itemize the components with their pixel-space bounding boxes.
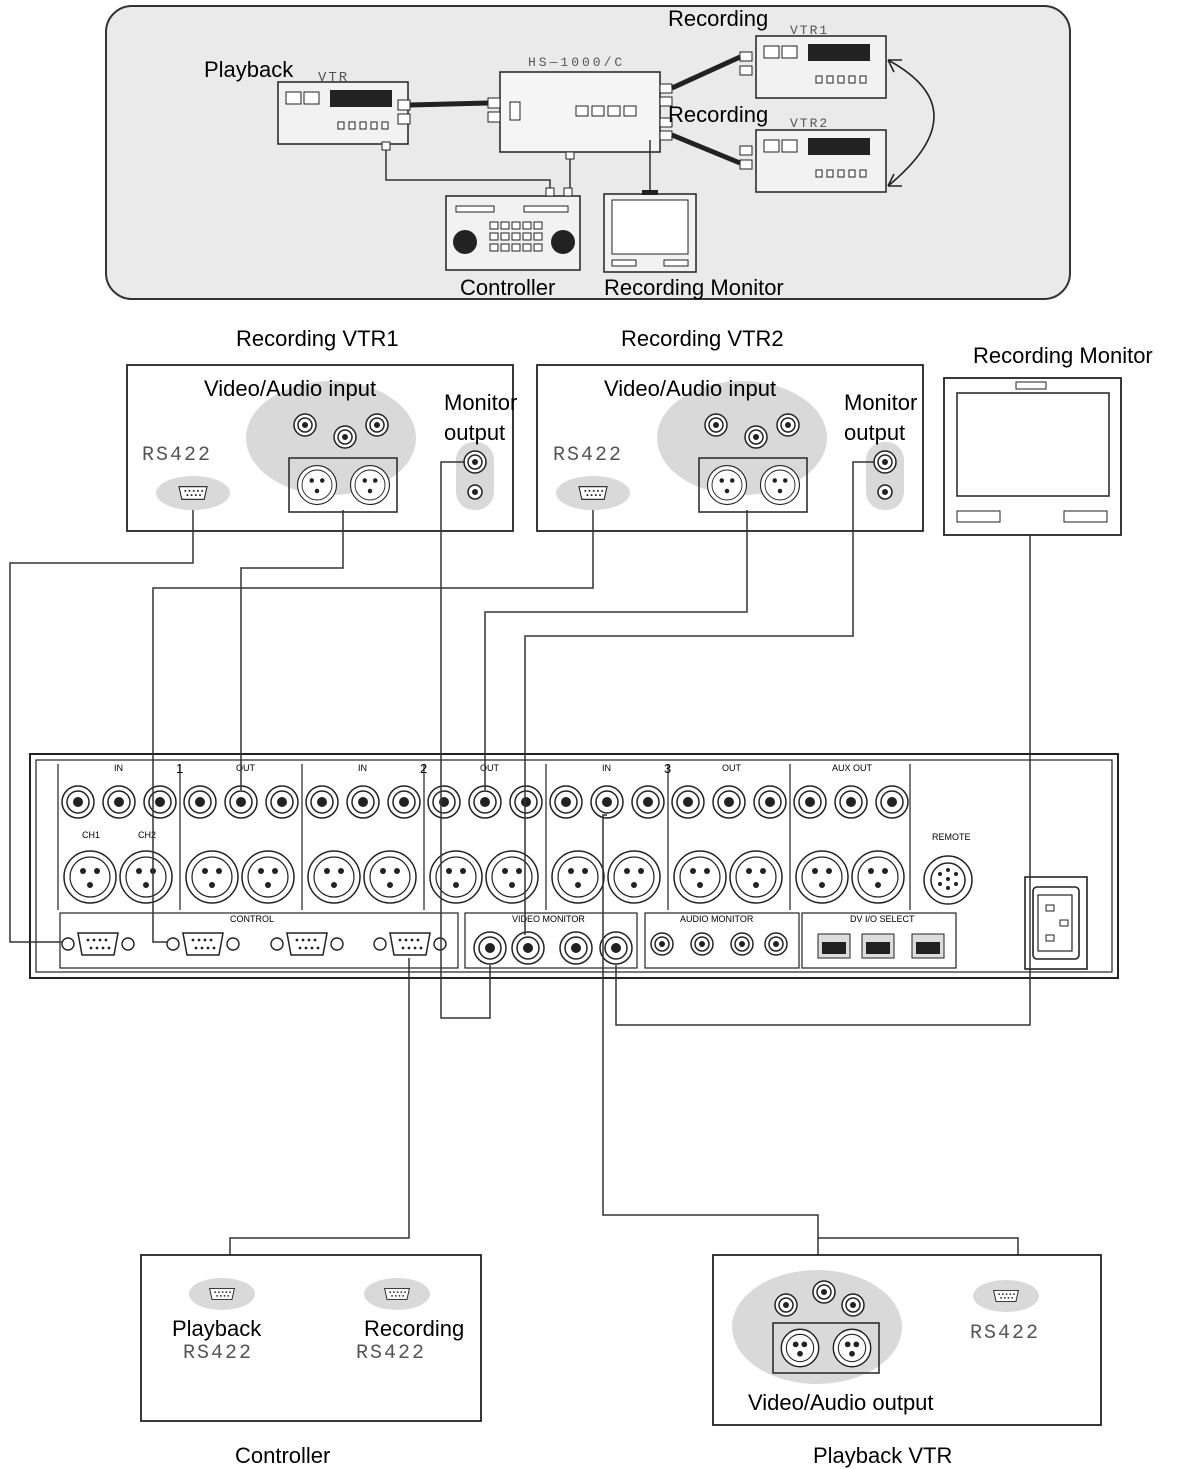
overview-controller: [445, 187, 581, 271]
controller-title: Controller: [235, 1443, 330, 1468]
rear-control-label: CONTROL: [230, 914, 274, 924]
rear-in-3: IN: [602, 763, 611, 773]
overview-panel: Playback VTR HS—1000/C Recording VTR1: [105, 5, 1071, 300]
overview-playback-label: Playback: [204, 57, 294, 82]
rear-ch1: CH1: [82, 830, 100, 840]
overview-hs1000: [487, 71, 673, 160]
vtr2-io-label: Video/Audio input: [604, 376, 776, 401]
recording-vtr1-panel: [126, 364, 514, 532]
controller-panel: [140, 1254, 482, 1422]
vtr1-monitor-label-1: Monitor: [444, 390, 517, 415]
rear-out-1: OUT: [236, 763, 256, 773]
vtr1-monitor-label-2: output: [444, 420, 505, 445]
overview-recording-vtr2: [739, 129, 887, 193]
vtr1-rs422-label: RS422: [142, 444, 212, 467]
rear-ch2: CH2: [138, 830, 156, 840]
pvtr-io-label: Video/Audio output: [748, 1390, 934, 1415]
rear-remote-label: REMOTE: [932, 832, 971, 842]
pvtr-rs422-label: RS422: [970, 1322, 1040, 1345]
controller-rs422-2: RS422: [356, 1342, 426, 1365]
controller-rs422-1: RS422: [183, 1342, 253, 1365]
wiring: [9, 461, 1031, 1290]
overview-vtr2-label: VTR2: [790, 116, 829, 131]
controller-playback-label: Playback: [172, 1316, 262, 1341]
vtr1-io-label: Video/Audio input: [204, 376, 376, 401]
rear-group-3: 3: [664, 761, 671, 776]
hs1000-rear-panel: 1 2 3 IN OUT IN OUT IN OUT AUX OUT: [29, 753, 1119, 979]
rear-video-monitor-label: VIDEO MONITOR: [512, 914, 585, 924]
rear-aux-out: AUX OUT: [832, 763, 873, 773]
overview-playback-vtr: [277, 81, 411, 151]
pvtr-title: Playback VTR: [813, 1443, 952, 1468]
controller-recording-label: Recording: [364, 1316, 464, 1341]
rear-group-1: 1: [176, 761, 183, 776]
overview-monitor: [603, 190, 697, 273]
rear-group-2: 2: [420, 761, 427, 776]
rear-in-1: IN: [114, 763, 123, 773]
rear-out-3: OUT: [722, 763, 742, 773]
rear-in-2: IN: [358, 763, 367, 773]
overview-controller-label: Controller: [460, 275, 555, 300]
rear-bnc-row: [61, 785, 909, 819]
rear-out-2: OUT: [480, 763, 500, 773]
rear-audio-monitor-label: AUDIO MONITOR: [680, 914, 754, 924]
overview-hs1000-label: HS—1000/C: [528, 55, 625, 70]
rear-dv-label: DV I/O SELECT: [850, 914, 915, 924]
overview-vtr1-label: VTR1: [790, 23, 829, 38]
vtr2-rs422-label: RS422: [553, 444, 623, 467]
recording-vtr2-panel: [536, 364, 924, 532]
playback-vtr-panel: [712, 1254, 1102, 1426]
vtr1-title: Recording VTR1: [236, 326, 399, 351]
monitor-title: Recording Monitor: [973, 343, 1153, 368]
remote-connector: [923, 855, 973, 905]
vtr2-monitor-label-1: Monitor: [844, 390, 917, 415]
vtr2-monitor-label-2: output: [844, 420, 905, 445]
overview-recording-vtr1: [739, 35, 887, 99]
recording-monitor-panel: [943, 377, 1122, 536]
vtr2-title: Recording VTR2: [621, 326, 784, 351]
overview-vtr-label: VTR: [318, 70, 349, 86]
overview-recording1-label: Recording: [668, 6, 768, 31]
overview-recording2-label: Recording: [668, 102, 768, 127]
overview-monitor-label: Recording Monitor: [604, 275, 784, 300]
